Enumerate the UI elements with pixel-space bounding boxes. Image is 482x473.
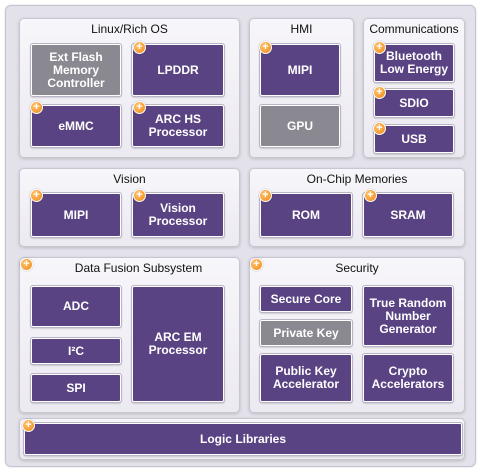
vision-processor-block: Vision Processor <box>131 192 225 238</box>
logic-libraries-block: Logic Libraries <box>23 422 463 456</box>
plus-icon: + <box>364 189 377 202</box>
usb-block: USB <box>373 124 455 154</box>
arc-hs-processor-block: ARC HS Processor <box>131 104 225 148</box>
gpu-block: GPU <box>259 104 341 148</box>
plus-icon: + <box>133 101 146 114</box>
sram-block: SRAM <box>362 192 454 238</box>
sdio-block: SDIO <box>373 88 455 118</box>
public-key-accelerator-block: Public Key Accelerator <box>259 353 353 403</box>
plus-icon: + <box>373 41 386 54</box>
i2c-block: I²C <box>30 337 122 365</box>
plus-icon: + <box>250 258 263 271</box>
plus-icon: + <box>30 189 43 202</box>
vision-title: Vision <box>113 172 146 186</box>
plus-icon: + <box>259 189 272 202</box>
adc-block: ADC <box>30 285 122 328</box>
private-key-block: Private Key <box>259 319 353 347</box>
hmi-mipi-block: MIPI <box>259 43 341 97</box>
vision-mipi-block: MIPI <box>30 192 122 238</box>
emmc-block: eMMC <box>30 104 122 148</box>
bluetooth-low-energy-block: Bluetooth Low Energy <box>373 43 455 83</box>
plus-icon: + <box>133 189 146 202</box>
crypto-accelerators-block: Crypto Accelerators <box>362 353 454 403</box>
security-title: Security <box>335 261 379 275</box>
hmi-title: HMI <box>290 22 313 36</box>
plus-icon: + <box>373 86 386 99</box>
communications-title: Communications <box>369 22 459 36</box>
true-random-number-generator-block: True Random Number Generator <box>362 285 454 347</box>
plus-icon: + <box>30 101 43 114</box>
spi-block: SPI <box>30 373 122 403</box>
lpddr-block: LPDDR <box>131 43 225 97</box>
plus-icon: + <box>133 41 146 54</box>
rom-block: ROM <box>259 192 353 238</box>
plus-icon: + <box>259 41 272 54</box>
data-fusion-subsystem-title: Data Fusion Subsystem <box>74 261 203 275</box>
on-chip-memories-title: On-Chip Memories <box>306 172 408 186</box>
linux-rich-os-title: Linux/Rich OS <box>91 22 168 36</box>
secure-core-block: Secure Core <box>259 285 353 313</box>
plus-icon: + <box>20 258 33 271</box>
arc-em-processor-block: ARC EM Processor <box>131 285 225 403</box>
plus-icon: + <box>373 122 386 135</box>
ext-flash-memory-controller-block: Ext Flash Memory Controller <box>30 43 122 97</box>
plus-icon: + <box>22 419 35 432</box>
